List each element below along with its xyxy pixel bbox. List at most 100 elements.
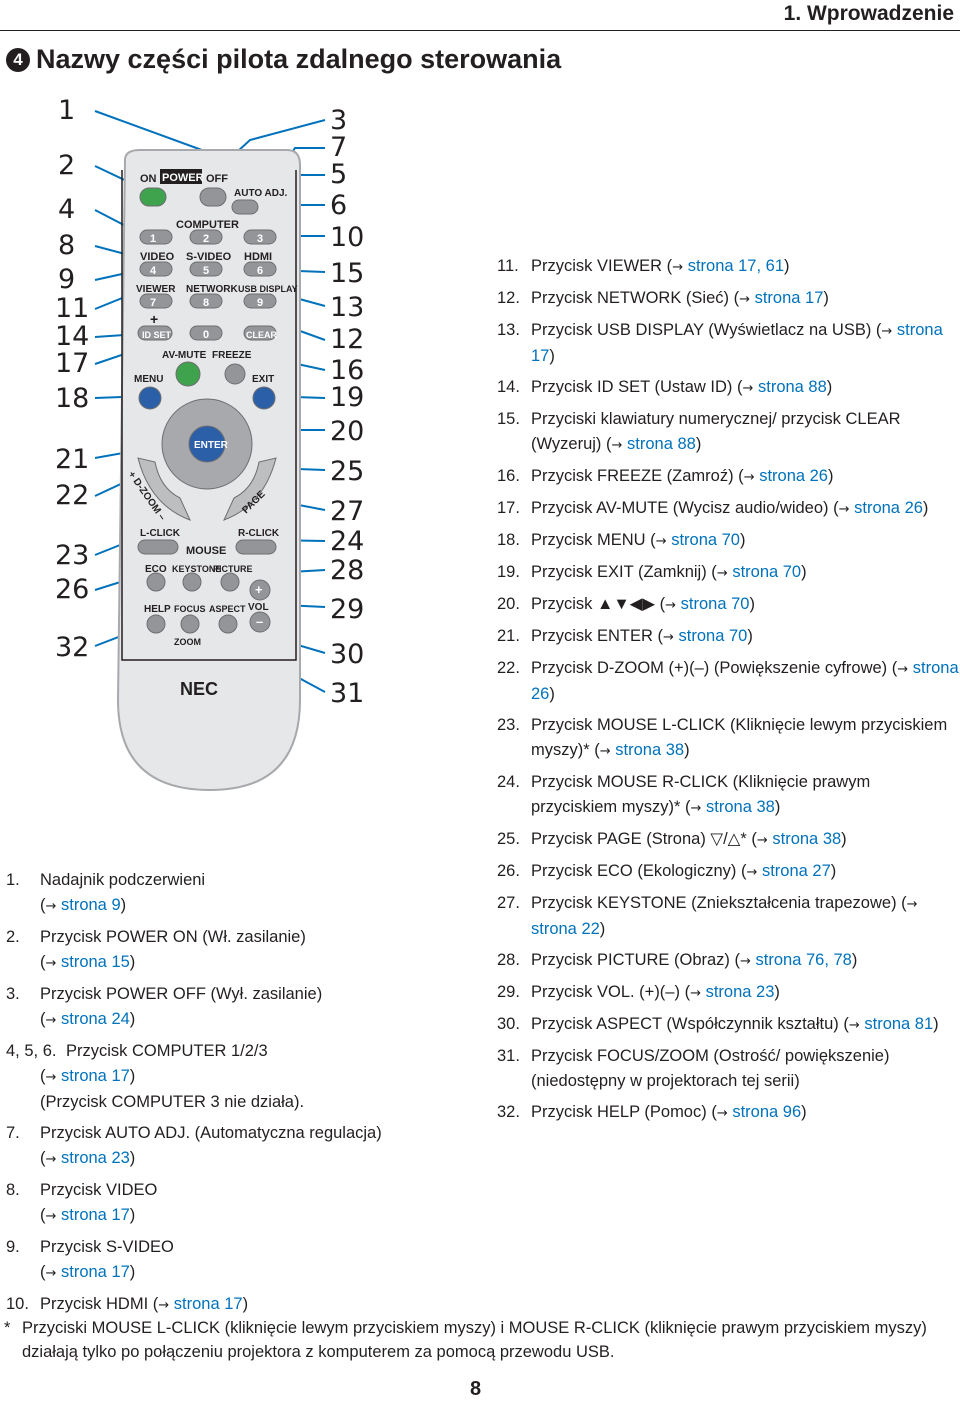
- remote-label: 1: [150, 233, 156, 245]
- page-ref: strona 17: [754, 289, 824, 307]
- item-number: 10.: [6, 1295, 29, 1313]
- remote-label: EXIT: [252, 374, 274, 385]
- item-label: Przycisk ECO (Ekologiczny): [531, 862, 737, 880]
- list-item: 24. Przycisk MOUSE R-CLICK (Kliknięcie pr…: [497, 770, 959, 821]
- key-8-button: [189, 293, 223, 309]
- item-number: 21.: [497, 627, 520, 645]
- page-ref: strona 17: [61, 1263, 130, 1281]
- callout-number: 32: [55, 632, 90, 663]
- list-item: 25.Przycisk PAGE (Strona) ▽/△* (→ strona…: [497, 827, 959, 853]
- item-label: Przycisk HDMI: [40, 1295, 149, 1313]
- page-ref: strona 17: [61, 1206, 130, 1224]
- callout-number: 21: [55, 444, 90, 475]
- list-item: 14.Przycisk ID SET (Ustaw ID) (→ strona …: [497, 375, 959, 401]
- remote-label: –: [256, 614, 263, 629]
- item-number: 30.: [497, 1015, 520, 1033]
- item-number: 25.: [497, 830, 520, 848]
- remote-label: 3: [257, 233, 263, 245]
- callout-number: 13: [330, 292, 365, 323]
- remote-label: FOCUS: [174, 604, 206, 614]
- remote-label: USB DISPLAY: [238, 284, 298, 294]
- remote-label: OFF: [206, 173, 228, 185]
- list-item: 29.Przycisk VOL. (+)(–) (→ strona 23): [497, 980, 959, 1006]
- remote-label: 7: [150, 297, 156, 309]
- remote-label: 4: [150, 265, 157, 277]
- remote-label: 0: [203, 329, 209, 341]
- item-number: 20.: [497, 595, 520, 613]
- page-rocker: [223, 457, 277, 521]
- page-ref: strona 24: [61, 1010, 130, 1028]
- callout-number: 3: [330, 105, 348, 136]
- remote-label: HELP: [144, 604, 171, 615]
- left-parts-list: 1. Nadajnik podczerwieni (→ strona 9) 2.…: [6, 868, 446, 1318]
- remote-label: S-VIDEO: [186, 251, 232, 263]
- key-0-button: [189, 325, 223, 341]
- item-number: 27.: [497, 894, 520, 912]
- item-label: Przycisk VIEWER: [531, 257, 663, 275]
- arrow-icon: →: [716, 1106, 728, 1121]
- footnote-text: Przyciski MOUSE L-CLICK (kliknięcie lewy…: [22, 1319, 927, 1361]
- remote-label: NETWORK: [186, 284, 238, 295]
- chapter-header: 1. Wprowadzenie: [783, 2, 954, 25]
- item-label: Przycisk FOCUS/ZOOM (Ostrość/ powiększen…: [531, 1047, 890, 1065]
- remote-illustration: ON POWER OFF AUTO ADJ. COMPUTER 1 2 3 VI…: [94, 110, 326, 792]
- item-number: 12.: [497, 289, 520, 307]
- arrow-icon: →: [690, 801, 702, 816]
- item-label: Przycisk USB DISPLAY (Wyświetlacz na USB…: [531, 321, 872, 339]
- arrow-icon: →: [158, 1298, 170, 1313]
- remote-label: +: [255, 582, 263, 597]
- arrow-icon: →: [611, 438, 623, 453]
- item-note: (Przycisk COMPUTER 3 nie działa).: [40, 1093, 305, 1111]
- item-label: Przycisk HELP (Pomoc): [531, 1103, 707, 1121]
- enter-button: [188, 425, 226, 463]
- list-item: 30.Przycisk ASPECT (Współczynnik kształt…: [497, 1012, 959, 1038]
- item-label: Przycisk POWER OFF (Wył. zasilanie): [40, 985, 323, 1003]
- callout-number: 5: [330, 159, 348, 190]
- page-ref: strona 96: [732, 1103, 802, 1121]
- callout-number: 23: [55, 540, 90, 571]
- list-item: 15.Przyciski klawiatury numerycznej/ prz…: [497, 407, 959, 458]
- item-label: Przycisk VOL. (+)(–): [531, 983, 680, 1001]
- page-ref: strona 9: [61, 896, 121, 914]
- list-item: 12.Przycisk NETWORK (Sieć) (→ strona 17): [497, 286, 959, 312]
- callout-number: 17: [55, 348, 90, 379]
- list-item: 17.Przycisk AV-MUTE (Wycisz audio/wideo)…: [497, 496, 959, 522]
- remote-label: HDMI: [244, 251, 272, 263]
- remote-label: AUTO ADJ.: [234, 188, 288, 199]
- callout-number: 30: [330, 639, 365, 670]
- callout-number: 28: [330, 555, 365, 586]
- l-click-button: [137, 539, 179, 555]
- picture-button: [220, 572, 240, 592]
- page-ref: strona 17, 61: [687, 257, 785, 275]
- callout-number: 24: [330, 526, 365, 557]
- callout-number: 6: [330, 190, 348, 221]
- aspect-button: [218, 614, 238, 634]
- page-ref: strona 22: [531, 920, 600, 938]
- key-7-button: [139, 293, 173, 309]
- list-item: 20.Przycisk ▲▼◀▶ (→ strona 70): [497, 592, 959, 618]
- item-number: 28.: [497, 951, 520, 969]
- focus-button: [180, 614, 200, 634]
- power-on-button: [139, 187, 167, 207]
- page-ref: strona 27: [761, 862, 831, 880]
- remote-label: AV-MUTE: [162, 350, 207, 361]
- exit-button: [252, 386, 276, 410]
- help-button: [146, 614, 166, 634]
- item-number: 8.: [6, 1181, 20, 1199]
- item-number: 24.: [497, 773, 520, 791]
- page-ref: strona 70: [671, 531, 740, 549]
- key-1-button: [139, 229, 173, 245]
- item-number: 3.: [6, 985, 20, 1003]
- remote-label: KEYSTONE: [172, 564, 221, 574]
- item-label: Przycisk D-ZOOM (+)(–) (Powiększenie cyf…: [531, 659, 888, 677]
- item-label: Przycisk MOUSE R-CLICK (Kliknięcie prawy…: [531, 773, 871, 816]
- arrow-icon: →: [45, 1013, 57, 1028]
- footnote-star: *: [4, 1319, 11, 1337]
- arrow-icon: →: [743, 470, 755, 485]
- arrow-icon: →: [740, 954, 751, 969]
- item-number: 9.: [6, 1238, 20, 1256]
- remote-label: ASPECT: [209, 604, 246, 614]
- remote-label: ON: [140, 173, 157, 185]
- callout-number: 7: [330, 132, 348, 163]
- key-2-button: [189, 229, 223, 245]
